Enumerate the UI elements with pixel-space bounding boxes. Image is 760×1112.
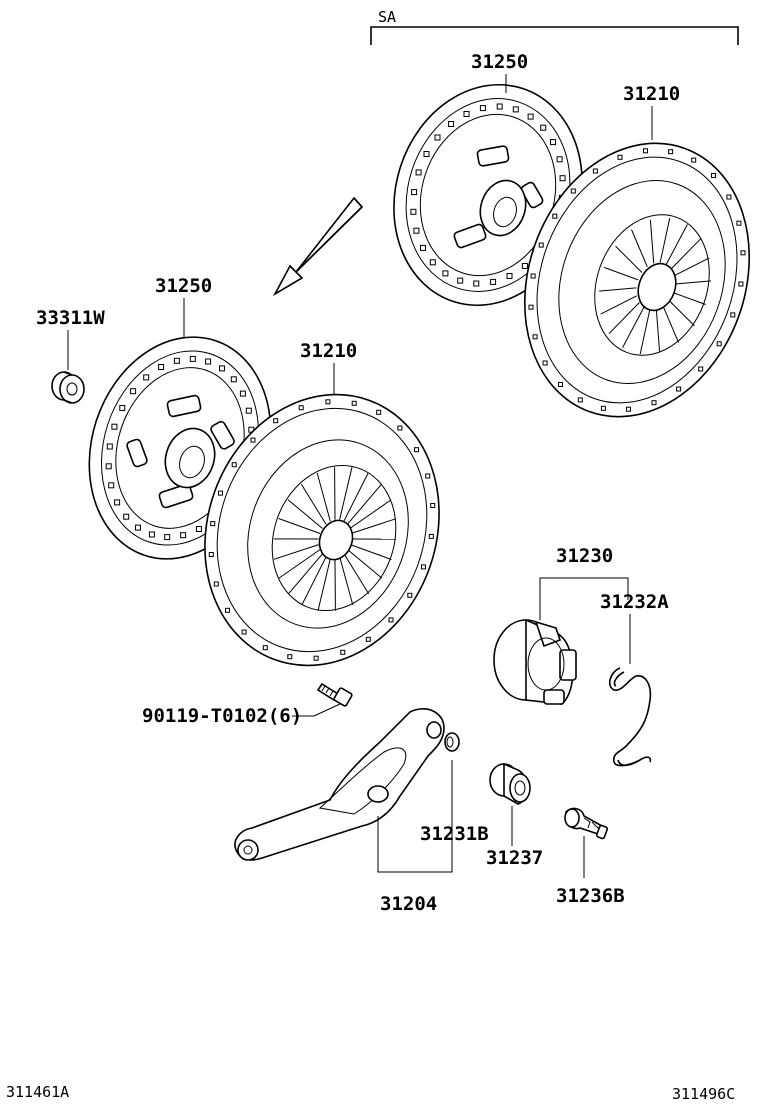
clutch-cover-lower: [204, 393, 440, 667]
part-label-bearing: 33311W: [36, 307, 105, 329]
part-label-fork-boot-ring: 31231B: [420, 823, 489, 845]
release-fork: [234, 708, 445, 861]
leader-release-bearing-bracket: [539, 577, 629, 620]
clutch-cover-upper: [523, 142, 751, 418]
cover-bolt: [316, 682, 353, 707]
release-bearing-clip: [608, 667, 652, 767]
release-fork-boot: [489, 762, 531, 805]
part-label-bolt: 90119-T0102(6): [142, 705, 302, 727]
leader-fork-bracket: [377, 760, 453, 873]
pilot-bearing: [51, 371, 85, 404]
part-label-fork: 31204: [380, 893, 437, 915]
release-bearing: [493, 618, 577, 705]
sa-label: SA: [378, 8, 396, 26]
fork-support: [564, 807, 609, 840]
part-label-disc-lower: 31250: [155, 275, 212, 297]
part-label-clip: 31232A: [600, 591, 669, 613]
part-label-release-bearing-assy: 31230: [556, 545, 613, 567]
part-label-boot: 31237: [486, 847, 543, 869]
part-label-cover-upper: 31210: [623, 83, 680, 105]
leader-bolt: [292, 703, 341, 717]
assembly-direction-arrow: [272, 196, 364, 297]
part-label-fork-support: 31236B: [556, 885, 625, 907]
figure-ref-left: 311461A: [6, 1083, 69, 1101]
figure-ref-right: 311496C: [672, 1085, 735, 1103]
sa-bracket: [370, 26, 739, 45]
part-label-disc-upper: 31250: [471, 51, 528, 73]
part-label-cover-lower: 31210: [300, 340, 357, 362]
fork-boot-ring: [444, 732, 460, 752]
